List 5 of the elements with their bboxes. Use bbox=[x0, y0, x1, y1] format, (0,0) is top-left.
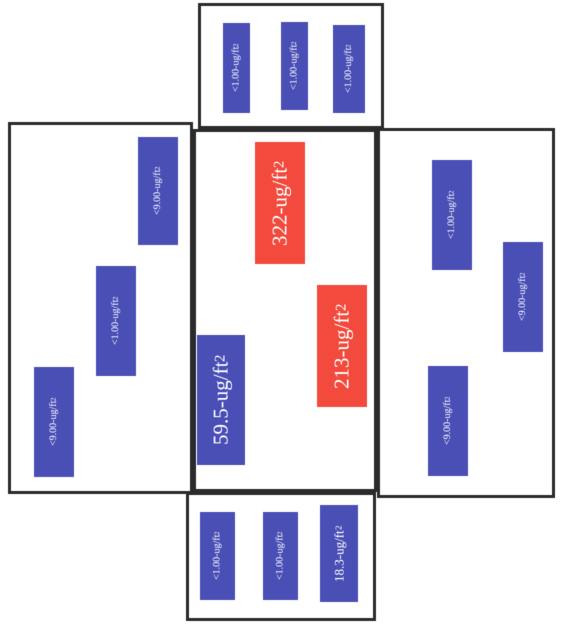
surface-panel bbox=[377, 128, 555, 498]
surface-panel bbox=[8, 122, 193, 494]
surface-panel bbox=[186, 492, 376, 621]
surface-panel bbox=[193, 129, 377, 492]
surface-panel bbox=[198, 3, 384, 129]
